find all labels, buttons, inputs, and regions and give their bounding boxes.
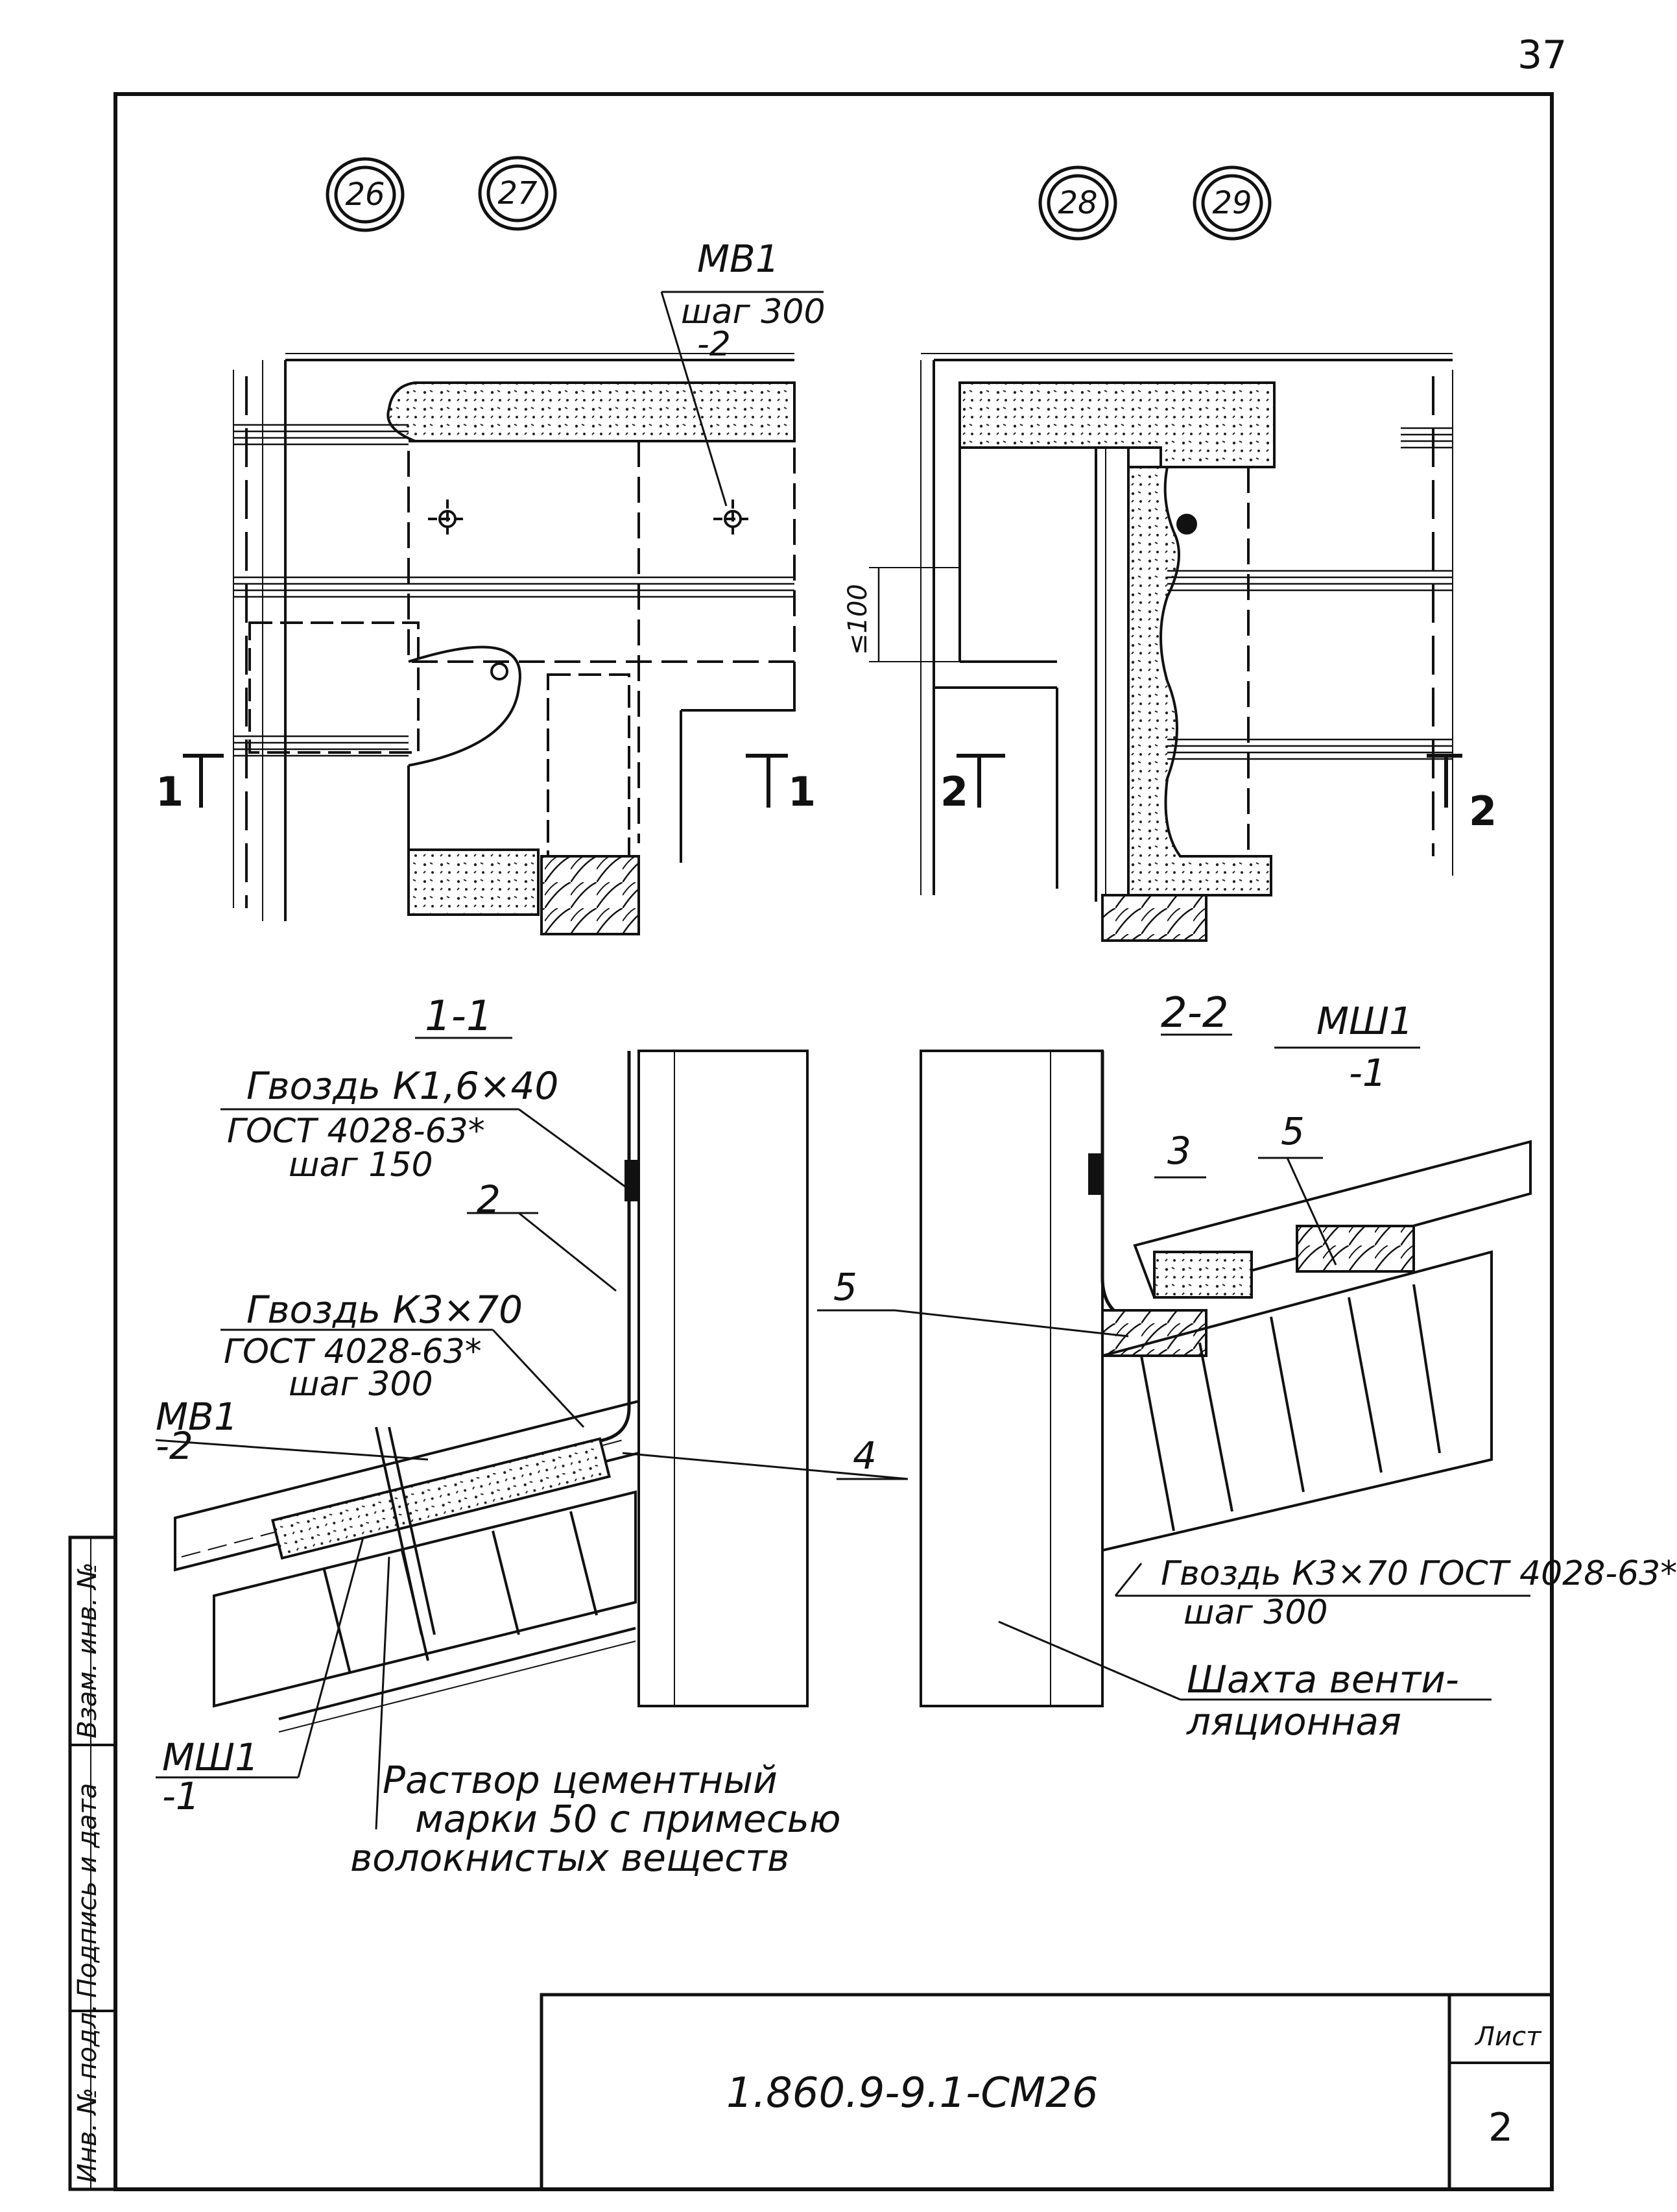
position-5-top: 5 (1281, 1109, 1305, 1153)
position-3: 3 (1167, 1129, 1191, 1173)
plan-left-callout-note: шаг 300 (681, 293, 826, 331)
msh1-left-sub: -1 (162, 1774, 200, 1818)
msh1-right-sub: -1 (1349, 1051, 1386, 1095)
drawing-sheet (68, 92, 1554, 2191)
sheet-number: 2 (1488, 2105, 1514, 2150)
document-code: 1.860.9-9.1-СМ26 (726, 2069, 1099, 2117)
nail-2-line2: ГОСТ 4028-63* (224, 1332, 482, 1371)
section-1-1 (155, 1037, 909, 1830)
nail-2-line1: Гвоздь К3×70 (246, 1288, 523, 1332)
nail-2-line3: шаг 300 (289, 1365, 433, 1404)
position-4: 4 (853, 1434, 877, 1478)
plan-left (183, 291, 824, 935)
nail-right-line1: Гвоздь К3×70 ГОСТ 4028-63* (1161, 1554, 1677, 1593)
position-5-left: 5 (833, 1265, 857, 1309)
page-number: 37 (1517, 32, 1567, 78)
cut-mark-2-right: 2 (1469, 787, 1497, 835)
plan-right-dimension: ≤100 (843, 584, 873, 655)
sheet-label: Лист (1475, 2022, 1541, 2052)
stamp-inv-podl: Инв. № подл. (73, 2004, 102, 2183)
msh1-left-mark: МШ1 (162, 1735, 259, 1779)
cut-mark-1-left: 1 (156, 768, 184, 815)
plan-left-callout-mark: МВ1 (697, 237, 779, 281)
nail-1-line3: шаг 150 (289, 1146, 433, 1184)
plan-left-callout-sub: -2 (697, 325, 731, 364)
section-2-2 (817, 1033, 1532, 1707)
position-2: 2 (477, 1177, 501, 1221)
plan-right (869, 353, 1462, 942)
nail-1-line2: ГОСТ 4028-63* (227, 1112, 485, 1151)
node-marker-27: 27 (497, 175, 538, 211)
node-marker-29: 29 (1212, 185, 1252, 221)
mortar-line1: Раствор цементный (383, 1758, 778, 1802)
shaft-line1: Шахта венти- (1187, 1657, 1459, 1701)
sheet-frame (68, 92, 1554, 2191)
cut-mark-1-right: 1 (788, 768, 816, 815)
section-1-1-title: 1-1 (425, 992, 493, 1040)
node-marker-28: 28 (1058, 185, 1098, 221)
msh1-right-mark: МШ1 (1316, 999, 1413, 1043)
mortar-line2: марки 50 с примесью (415, 1797, 841, 1841)
node-markers (326, 156, 1272, 241)
section-2-2-title: 2-2 (1161, 989, 1229, 1037)
mv1-mark: МВ1 (156, 1395, 238, 1439)
shaft-line2: ляционная (1187, 1700, 1401, 1744)
mortar-line3: волокнистых веществ (350, 1836, 790, 1880)
node-marker-26: 26 (345, 176, 385, 213)
mv1-sub: -2 (156, 1424, 193, 1468)
nail-right-line2: шаг 300 (1183, 1593, 1328, 1632)
stamp-vzam-inv: Взам. инв. № (73, 1562, 102, 1738)
cut-mark-2-left: 2 (940, 768, 969, 815)
nail-1-line1: Гвоздь К1,6×40 (246, 1064, 559, 1108)
stamp-signature-date: Подпись и дата (73, 1783, 102, 1998)
